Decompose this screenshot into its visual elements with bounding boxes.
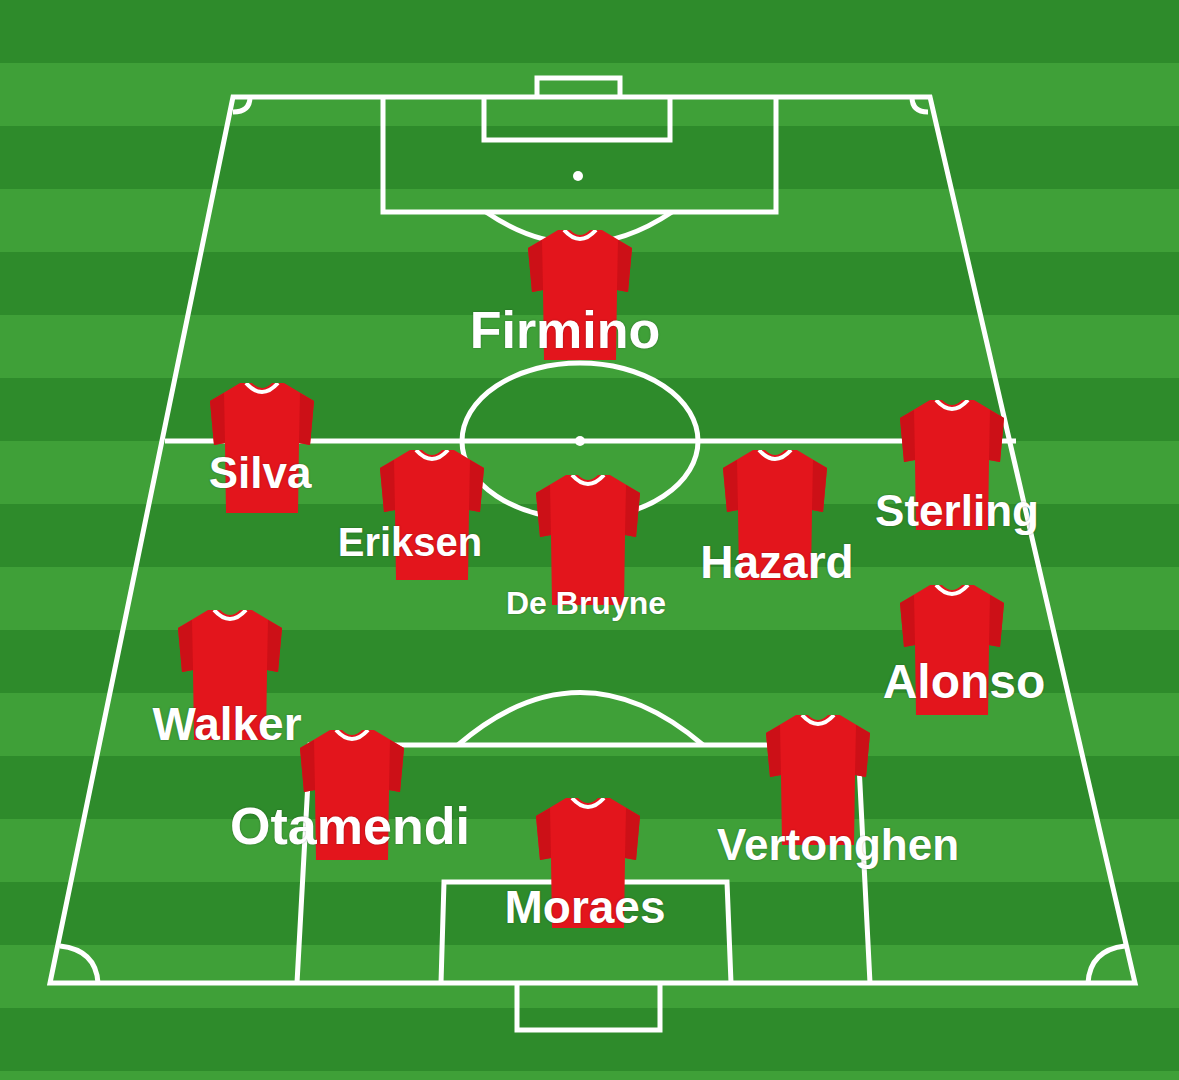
player-name: Firmino <box>470 304 661 356</box>
player-name: Silva <box>209 451 312 495</box>
player-name: Walker <box>152 701 301 747</box>
player-name: Moraes <box>504 884 665 930</box>
player-name: Eriksen <box>338 522 483 562</box>
player-name: Alonso <box>883 658 1046 706</box>
player-name: Hazard <box>700 539 853 585</box>
pitch-lines <box>50 78 1135 1030</box>
player-shirts <box>178 230 1004 928</box>
penalty-spot <box>573 171 583 181</box>
player-name: Otamendi <box>230 800 470 852</box>
shirt <box>536 475 640 605</box>
player-name: Sterling <box>875 489 1039 533</box>
player-name: De Bruyne <box>506 587 666 619</box>
centre-spot <box>575 436 585 446</box>
player-name: Vertonghen <box>717 823 959 867</box>
